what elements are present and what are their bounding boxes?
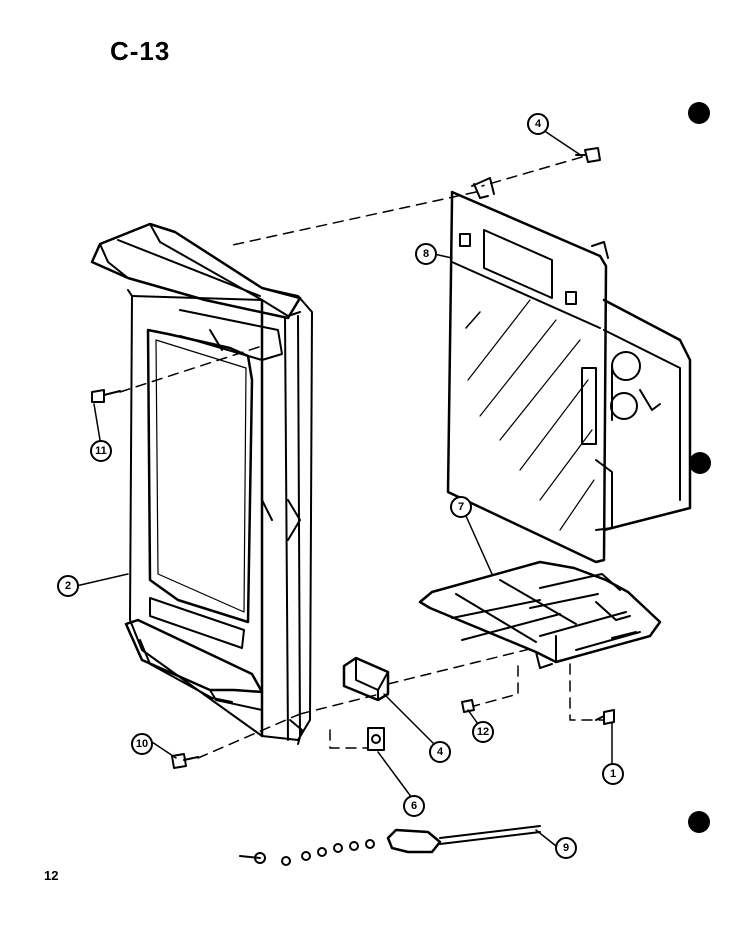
- callout-label-4-top: 4: [535, 118, 542, 130]
- switch-bracket-assembly: [418, 560, 662, 669]
- control-panel-assembly: [446, 177, 692, 564]
- wire-lead: [239, 825, 541, 866]
- callout-label-1: 1: [610, 768, 616, 780]
- callout-label-2: 2: [65, 580, 71, 592]
- callout-balloons: [57, 113, 624, 859]
- callout-label-10: 10: [136, 738, 148, 750]
- callout-label-12: 12: [477, 726, 489, 738]
- registration-dots: [688, 102, 711, 833]
- callout-label-11: 11: [95, 445, 107, 457]
- callout-label-7: 7: [458, 501, 464, 513]
- callout-label-6: 6: [411, 800, 417, 812]
- callout-label-4-switch: 4: [437, 746, 444, 758]
- callout-label-9: 9: [563, 842, 569, 854]
- lamp-socket: [367, 727, 385, 751]
- callout-label-8: 8: [423, 248, 429, 260]
- page-number: 12: [44, 868, 59, 883]
- door-assembly: [90, 222, 313, 745]
- diagram-title: C-13: [110, 36, 171, 66]
- callout-leaders: [75, 131, 613, 847]
- interlock-switch: [342, 656, 390, 702]
- assembly-lines: [119, 156, 605, 759]
